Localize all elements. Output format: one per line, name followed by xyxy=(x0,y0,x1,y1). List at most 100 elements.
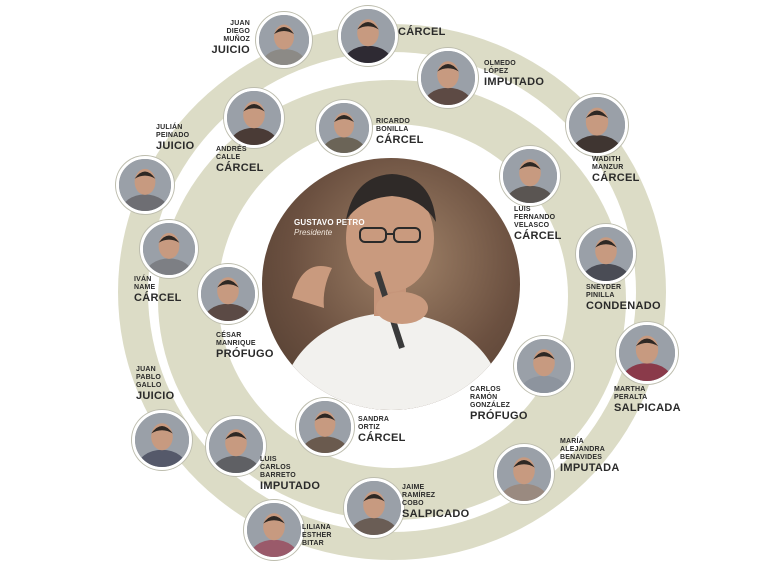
label-carcel-top: CÁRCEL xyxy=(398,26,446,39)
photo-hair xyxy=(151,425,173,434)
status-text: CÁRCEL xyxy=(134,292,182,304)
photo-hair xyxy=(357,21,379,30)
status-text: IMPUTADO xyxy=(260,480,321,492)
center-photo-president xyxy=(262,158,520,410)
name-line: OLMEDO xyxy=(484,60,516,67)
photo-hair xyxy=(274,27,294,34)
name-line: CÉSAR xyxy=(216,332,242,339)
name-line: JULIÁN xyxy=(156,124,183,131)
label-luis-fernando-velasco: LUIS FERNANDO VELASCO CÁRCEL xyxy=(514,206,562,243)
name-line: BONILLA xyxy=(376,126,409,133)
photo-hair xyxy=(437,63,459,72)
name-line: CARLOS xyxy=(470,386,501,393)
label-sneyder-pinilla: SNEYDER PINILLA CONDENADO xyxy=(586,284,661,313)
photo-hair xyxy=(635,338,659,347)
photo-shoulders xyxy=(321,137,367,153)
photo-wadith-manzur xyxy=(566,94,628,156)
status-text: JUICIO xyxy=(211,44,250,56)
label-wadith-manzur: WADITH MANZUR CÁRCEL xyxy=(592,156,640,185)
status-text: SALPICADA xyxy=(614,402,681,414)
photo-hair xyxy=(217,279,239,288)
label-luis-carlos-barreto: LUIS CARLOS BARRETO IMPUTADO xyxy=(260,456,320,493)
photo-hair xyxy=(334,115,354,122)
name-line: MUÑOZ xyxy=(223,36,250,43)
photo-sneyder-pinilla xyxy=(576,224,636,284)
status-text: SALPICADO xyxy=(402,508,470,520)
status-text: CÁRCEL xyxy=(358,432,406,444)
photo-hair xyxy=(363,493,385,502)
name-line: PABLO xyxy=(136,374,161,381)
name-line: PEINADO xyxy=(156,132,190,139)
name-line: MANZUR xyxy=(592,164,624,171)
name-line: CARLOS xyxy=(260,464,291,471)
name-line: IVÁN xyxy=(134,276,152,283)
name-line: CALLE xyxy=(216,154,241,161)
name-line: BENAVIDES xyxy=(560,454,603,461)
photo-shoulders xyxy=(211,455,261,473)
photo-shoulders xyxy=(581,263,631,281)
name-line: ANDRÉS xyxy=(216,146,247,153)
name-line: PERALTA xyxy=(614,394,648,401)
photo-shoulders xyxy=(249,539,299,557)
status-text: CÁRCEL xyxy=(398,26,446,38)
name-line: RAMÍREZ xyxy=(402,492,436,499)
name-line: ORTIZ xyxy=(358,424,380,431)
label-ricardo-bonilla: RICARDO BONILLA CÁRCEL xyxy=(376,118,424,147)
photo-cesar-manrique xyxy=(198,264,258,324)
photo-hair xyxy=(585,110,609,119)
label-sandra-ortiz: SANDRA ORTIZ CÁRCEL xyxy=(358,416,406,445)
center-role: Presidente xyxy=(294,228,333,237)
status-text: CÁRCEL xyxy=(216,162,264,174)
photo-hair xyxy=(314,413,336,421)
name-line: ALEJANDRA xyxy=(560,446,605,453)
name-line: SNEYDER xyxy=(586,284,622,291)
status-text: JUICIO xyxy=(156,140,195,152)
status-text: CÁRCEL xyxy=(514,230,562,242)
label-jaime-ramirez-cobo: JAIME RAMÍREZ COBO SALPICADO xyxy=(402,484,469,521)
name-line: SANDRA xyxy=(358,416,390,423)
label-juan-diego-munoz: JUAN DIEGO MUÑOZ JUICIO xyxy=(200,20,250,57)
name-line: MARÍA xyxy=(560,438,584,445)
label-olmedo-lopez: OLMEDO LÓPEZ IMPUTADO xyxy=(484,60,544,89)
name-line: NAME xyxy=(134,284,156,291)
status-text: IMPUTADA xyxy=(560,462,620,474)
name-line: BARRETO xyxy=(260,472,296,479)
name-line: LILIANA xyxy=(302,524,332,531)
label-ivan-name: IVÁN NAME CÁRCEL xyxy=(134,276,182,305)
photo-ricardo-bonilla xyxy=(316,100,372,156)
name-line: WADITH xyxy=(592,156,621,163)
photo-ivan-name xyxy=(140,220,198,278)
photo-hair xyxy=(225,431,247,440)
name-line: ESTHER xyxy=(302,532,332,539)
label-juan-pablo-gallo: JUAN PABLO GALLO JUICIO xyxy=(136,366,174,403)
photo-carlos-ramon-gonzalez xyxy=(514,336,574,396)
photo-luis-carlos-barreto xyxy=(206,416,266,476)
label-maria-alejandra-benavides: MARÍA ALEJANDRA BENAVIDES IMPUTADA xyxy=(560,438,620,475)
photo-shoulders xyxy=(203,303,253,321)
photo-juan-diego-munoz xyxy=(256,12,312,68)
photo-andres-calle xyxy=(224,88,284,148)
photo-liliana-esther-bitar xyxy=(244,500,304,560)
label-martha-peralta: MARTHA PERALTA SALPICADA xyxy=(614,386,681,415)
photo-luis-fernando-velasco xyxy=(500,146,560,206)
photo-shoulders xyxy=(121,194,169,211)
photo-hair xyxy=(519,161,541,170)
photo-julian-peinado xyxy=(116,156,174,214)
name-line: RICARDO xyxy=(376,118,411,125)
center-name: GUSTAVO PETRO xyxy=(294,218,365,227)
photo-hair xyxy=(263,515,285,524)
photo-maria-alejandra-benavides xyxy=(494,444,554,504)
name-line: LÓPEZ xyxy=(484,68,509,75)
photo-shoulders xyxy=(423,87,473,105)
name-line: JUAN xyxy=(136,366,156,373)
status-text: CÁRCEL xyxy=(376,134,424,146)
photo-shoulders xyxy=(519,375,569,393)
name-line: GALLO xyxy=(136,382,162,389)
label-liliana-esther-bitar: LILIANA ESTHER BITAR xyxy=(302,524,332,548)
photo-sandra-ortiz xyxy=(296,398,354,456)
status-text: JUICIO xyxy=(136,390,175,402)
photo-shoulders xyxy=(229,127,279,145)
name-line: RAMÓN xyxy=(470,394,498,401)
label-julian-peinado: JULIÁN PEINADO JUICIO xyxy=(156,124,194,153)
photo-olmedo-lopez xyxy=(418,48,478,108)
